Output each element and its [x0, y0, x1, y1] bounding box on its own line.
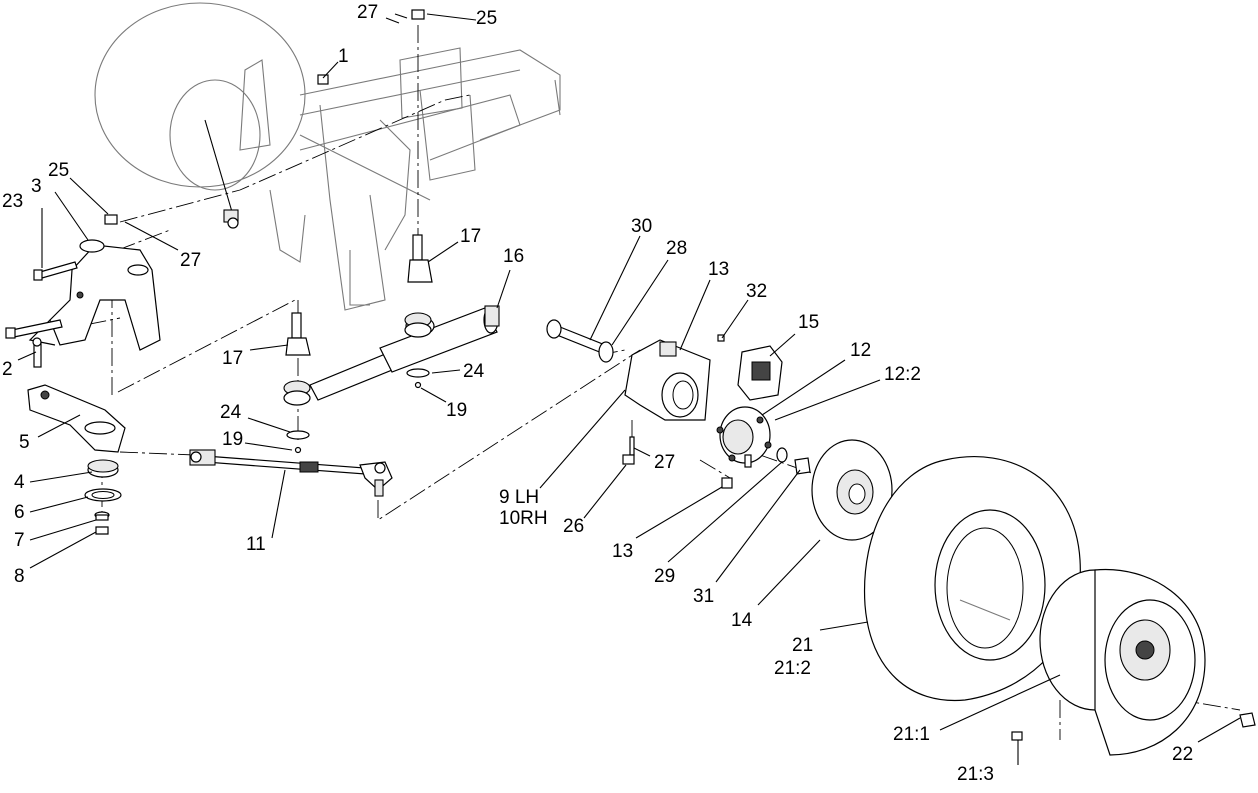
- callout-22: 22: [1172, 744, 1193, 765]
- bolt-27: [629, 436, 635, 456]
- leader-lines: [17, 13, 1241, 765]
- fitting-19-upper: [414, 381, 422, 389]
- callout-9: 9 LH: [499, 487, 539, 508]
- callout-17a: 17: [460, 226, 481, 247]
- callout-23: 23: [2, 191, 23, 212]
- nut-8: [95, 526, 109, 535]
- callout-8: 8: [14, 566, 25, 587]
- steering-arm-5: [27, 384, 126, 453]
- hub-12: [716, 406, 772, 468]
- castle-nut-25-left: [104, 214, 118, 225]
- callout-28: 28: [666, 238, 687, 259]
- ring-6: [84, 488, 122, 502]
- callout-5: 5: [19, 432, 30, 453]
- callout-2: 2: [2, 359, 13, 380]
- valve-21-3: [1011, 731, 1023, 741]
- callout-21-2: 21:2: [774, 658, 811, 679]
- tie-rod-11: [189, 449, 393, 497]
- callout-29: 29: [654, 566, 675, 587]
- spindle-housing: [624, 339, 711, 421]
- sensor-15: [737, 345, 783, 401]
- lug-nut-22: [1239, 712, 1256, 728]
- callout-25a: 25: [476, 8, 497, 29]
- callout-19b: 19: [446, 400, 467, 421]
- bolt-23: [33, 261, 78, 281]
- collar-lower: [283, 380, 311, 406]
- ghost-chassis: [94, 2, 561, 311]
- callout-7: 7: [14, 530, 25, 551]
- callout-15: 15: [798, 312, 819, 333]
- bolt-30: [546, 319, 606, 354]
- callout-27-hub: 27: [654, 452, 675, 473]
- cotter-pin-27-top: [394, 13, 408, 19]
- callout-3: 3: [31, 176, 42, 197]
- callout-27b: 27: [180, 250, 201, 271]
- callout-21-3: 21:3: [957, 764, 994, 785]
- callout-17b: 17: [222, 348, 243, 369]
- bolt-13: [721, 477, 733, 489]
- bearing-4: [87, 459, 119, 478]
- callout-30: 30: [631, 216, 652, 237]
- tire-21: [863, 456, 1081, 702]
- washer-29: [776, 447, 788, 463]
- nut-26: [622, 454, 635, 465]
- callout-12: 12: [850, 340, 871, 361]
- callout-27a: 27: [357, 2, 378, 23]
- brake-rotor-14: [811, 439, 893, 541]
- callouts: 27 25 1 23 3 25 27 2 5 4 6 7 8 9 LH 11 1…: [2, 2, 1193, 785]
- fitting-19-lower: [294, 446, 302, 454]
- ghost-steering-link: [204, 119, 239, 229]
- callout-24b-label: 24: [463, 361, 485, 382]
- callout-10: 10RH: [499, 508, 548, 529]
- callout-12-2: 12:2: [884, 364, 921, 385]
- ball-joint-17-lower: [285, 312, 311, 356]
- callout-4: 4: [14, 472, 25, 493]
- callout-19a: 19: [222, 429, 243, 450]
- washer-7: [94, 511, 110, 521]
- callout-16: 16: [503, 246, 524, 267]
- snap-ring-24-upper: [406, 368, 430, 378]
- nut-1: [317, 74, 329, 85]
- castle-nut-25-top: [411, 9, 425, 20]
- callout-21-1: 21:1: [893, 724, 930, 745]
- callout-1: 1: [338, 46, 349, 67]
- bolt-3: [5, 319, 63, 339]
- wheel-rim-21-1: [1039, 568, 1206, 756]
- pin-2: [32, 337, 42, 368]
- callout-21: 21: [792, 635, 813, 656]
- callout-31-label: 31: [693, 586, 714, 607]
- callout-11-label: 11: [246, 534, 266, 555]
- callout-26: 26: [563, 516, 584, 537]
- snap-ring-24-lower: [286, 430, 310, 440]
- callout-13a: 13: [708, 259, 729, 280]
- washer-28: [598, 341, 614, 363]
- nut-31: [794, 457, 811, 475]
- callout-25b: 25: [48, 160, 69, 181]
- screw-32: [717, 334, 725, 342]
- callout-6: 6: [14, 502, 25, 523]
- spindle-bracket: [28, 239, 161, 351]
- callout-32: 32: [746, 281, 767, 302]
- callout-14: 14: [731, 610, 753, 631]
- ball-joint-17-upper: [407, 234, 433, 283]
- callout-13b: 13: [612, 541, 633, 562]
- callout-24a: 24: [220, 402, 242, 423]
- sleeve-upper: [404, 312, 432, 338]
